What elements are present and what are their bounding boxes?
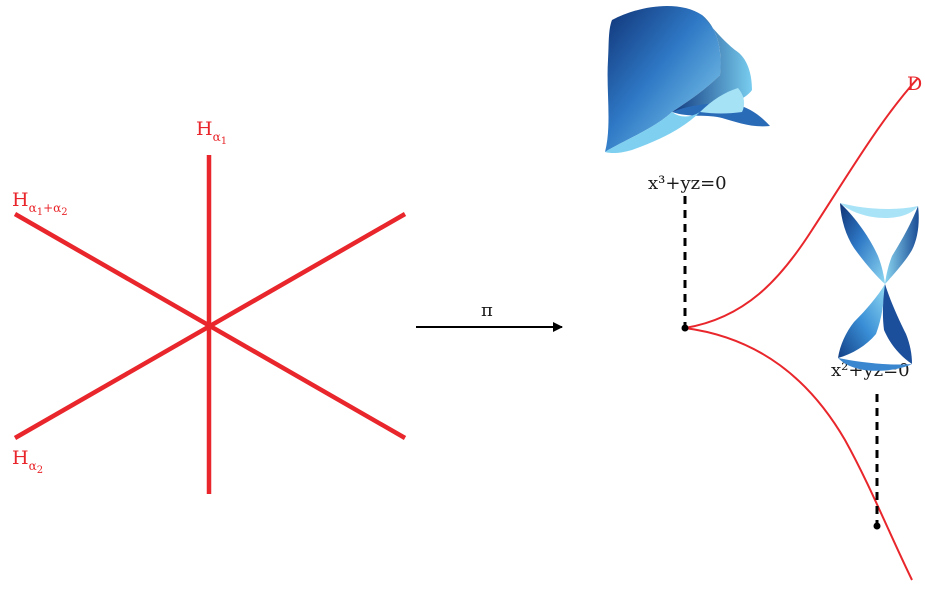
curve-label-d: D — [907, 73, 922, 95]
cusp-point — [681, 324, 689, 332]
label-h-alpha1: Hα1 — [196, 118, 227, 147]
label-h-alpha2: Hα2 — [12, 447, 43, 476]
label-h-alpha1-plus-alpha2: Hα1+α2 — [12, 189, 68, 218]
cusp-singularity-surface-icon — [605, 5, 770, 154]
curve-lower-branch — [684, 327, 913, 581]
quadric-cone-surface-icon — [838, 203, 919, 371]
hyperplane-alpha2-line — [13, 212, 407, 440]
discriminant-curve — [684, 77, 919, 581]
curve-upper-branch — [684, 77, 919, 329]
cusp-equation-label: x³+yz=0 — [648, 173, 727, 194]
hyperplane-arrangement — [13, 155, 407, 494]
projection-label: π — [481, 300, 493, 321]
node-point — [873, 522, 881, 530]
